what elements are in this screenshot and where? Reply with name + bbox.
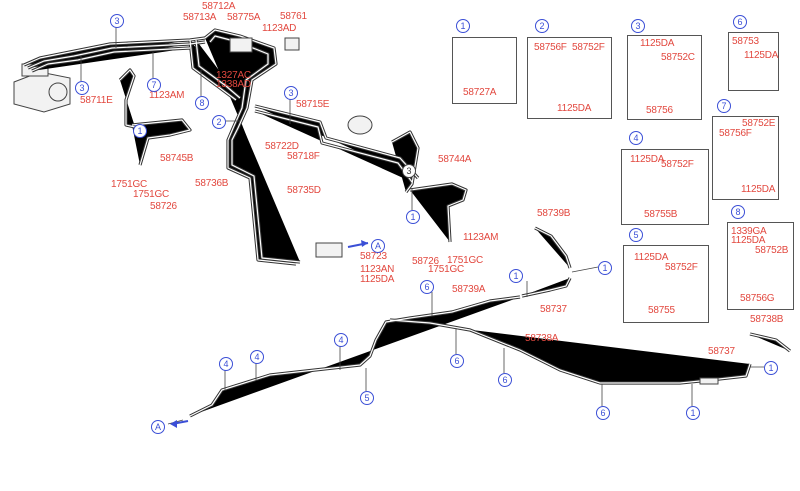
direction-arrows (170, 240, 369, 428)
part-label: 1125DA (557, 103, 592, 114)
detail-box-3: 1125DA 58752C 58756 (627, 35, 702, 120)
part-label: 1123AN (360, 264, 395, 275)
callout-marker: 1 (686, 406, 700, 420)
part-label: 58752F (665, 262, 698, 273)
callout-marker: 3 (75, 81, 89, 95)
part-label: 58752F (572, 42, 605, 53)
callout-marker: 3 (110, 14, 124, 28)
part-label: 58711E (80, 95, 113, 106)
callout-marker: 8 (195, 96, 209, 110)
part-label: 58755B (644, 209, 678, 220)
part-label: 58727A (463, 87, 497, 98)
part-label: 58726 (412, 256, 439, 267)
part-label: 58745B (160, 153, 194, 164)
callout-marker: 4 (219, 357, 233, 371)
part-label: 58715E (296, 99, 330, 110)
detail-box-number: 4 (629, 131, 643, 145)
part-label: 1123AM (463, 232, 499, 243)
part-label: 1125DA (640, 38, 675, 49)
detail-box-number: 2 (535, 19, 549, 33)
detail-box-number: 6 (733, 15, 747, 29)
callout-marker: 2 (212, 115, 226, 129)
part-label: 1751GC (428, 264, 465, 275)
part-label: 58723 (360, 251, 387, 262)
callout-marker: 1 (509, 269, 523, 283)
part-label: 1123AM (149, 90, 185, 101)
part-label: 1125DA (630, 154, 665, 165)
detail-box-number: 3 (631, 19, 645, 33)
leader-lines (80, 26, 764, 425)
callout-marker: 4 (250, 350, 264, 364)
detail-box-5: 1125DA 58752F 58755 (623, 245, 709, 323)
part-label: 58756G (740, 293, 775, 304)
callout-marker: 5 (360, 391, 374, 405)
part-label: 1125DA (744, 50, 779, 61)
part-label: 58761 (280, 11, 307, 22)
part-label: 58737 (540, 304, 567, 315)
part-label: 58755 (648, 305, 675, 316)
part-label: 58738A (525, 333, 559, 344)
callout-marker: 1 (598, 261, 612, 275)
part-label: 1125DA (634, 252, 669, 263)
callout-marker: 1 (133, 124, 147, 138)
part-label: 58736B (195, 178, 229, 189)
part-label: 58722D (265, 141, 299, 152)
part-label: 58718F (287, 151, 320, 162)
part-label: 58756F (534, 42, 567, 53)
callout-marker: 6 (596, 406, 610, 420)
detail-box-1: 58727A (452, 37, 517, 104)
callout-marker: 6 (420, 280, 434, 294)
fittings (229, 37, 719, 385)
part-label: 1751GC (447, 255, 484, 266)
part-label: 58712A (202, 1, 236, 12)
part-label: 58713A (183, 12, 217, 23)
part-label: 1751GC (133, 189, 170, 200)
part-label: 58726 (150, 201, 177, 212)
detail-box-number: 1 (456, 19, 470, 33)
callout-marker: 4 (334, 333, 348, 347)
part-label: 58752F (661, 159, 694, 170)
part-label: 1123AD (262, 23, 297, 34)
part-label: 58739B (537, 208, 571, 219)
detail-box-6: 58753 1125DA (728, 32, 779, 91)
part-label: 58738B (750, 314, 784, 325)
callout-marker: 6 (498, 373, 512, 387)
part-label: 58752C (661, 52, 695, 63)
part-label: 58739A (452, 284, 486, 295)
part-label: 1339GA (731, 226, 767, 237)
detail-box-number: 7 (717, 99, 731, 113)
part-label: 1338AD (216, 79, 251, 90)
callout-marker: A (151, 420, 165, 434)
abs-unit (13, 63, 71, 113)
part-label: 58756F (719, 128, 752, 139)
callout-marker: 7 (147, 78, 161, 92)
callout-marker: 1 (764, 361, 778, 375)
part-label: 1327AC (216, 70, 251, 81)
detail-box-8: 1339GA 1125DA 58752B 58756G (727, 222, 794, 310)
callout-marker: 3 (284, 86, 298, 100)
callout-marker: 6 (450, 354, 464, 368)
part-label: 58753 (732, 36, 759, 47)
part-label: 58744A (438, 154, 472, 165)
detail-box-4: 1125DA 58752F 58755B (621, 149, 709, 225)
part-label: 58775A (227, 12, 261, 23)
detail-box-number: 5 (629, 228, 643, 242)
part-label: 58752E (742, 118, 776, 129)
callout-marker: 1 (406, 210, 420, 224)
part-label: 1125DA (360, 274, 395, 285)
part-label: 58756 (646, 105, 673, 116)
detail-box-number: 8 (731, 205, 745, 219)
part-label: 1125DA (741, 184, 776, 195)
callout-marker: A (371, 239, 385, 253)
detail-box-7: 58752E 58756F 1125DA (712, 116, 779, 200)
detail-box-2: 58756F 58752F 1125DA (527, 37, 612, 119)
part-label: 1125DA (731, 235, 766, 246)
part-label: 1751GC (111, 179, 148, 190)
part-label: 58737 (708, 346, 735, 357)
part-label: 58752B (755, 245, 789, 256)
part-label: 58735D (287, 185, 321, 196)
callout-marker: 3 (402, 164, 416, 178)
